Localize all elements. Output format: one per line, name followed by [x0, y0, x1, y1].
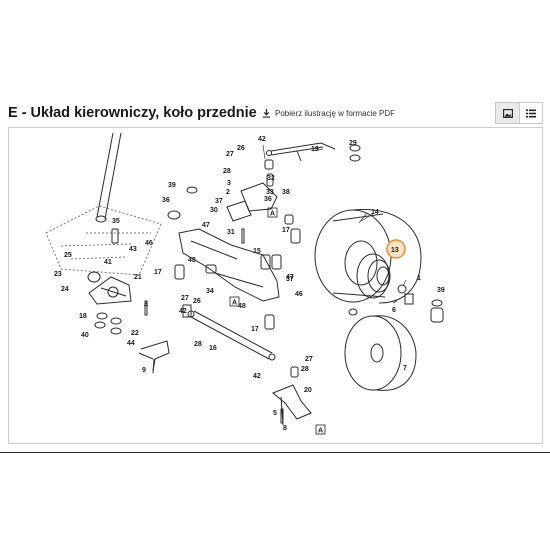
part-label-28c[interactable]: 28 — [301, 366, 309, 373]
part-label-36a[interactable]: 36 — [162, 197, 170, 204]
download-pdf-link[interactable]: Pobierz ilustrację w formacie PDF — [262, 109, 395, 118]
part-label-43[interactable]: 43 — [129, 246, 137, 253]
drag-link-drawing — [266, 142, 336, 162]
part-label-16[interactable]: 16 — [209, 345, 217, 352]
warning-marker-a2[interactable]: A — [232, 300, 237, 307]
image-view-button[interactable] — [496, 103, 519, 123]
part-label-5[interactable]: 5 — [273, 410, 277, 417]
part-label-39b[interactable]: 39 — [437, 287, 445, 294]
steering-bracket-drawing — [226, 182, 278, 222]
parts-diagram: 1 2 3 4 5 6 7 8 9 13 14 15 16 17 17 17 1… — [8, 127, 543, 444]
part-label-27b[interactable]: 27 — [181, 295, 189, 302]
part-labels[interactable]: 1 2 3 4 5 6 7 8 9 13 14 15 16 17 17 17 1… — [54, 136, 445, 432]
selected-part-callout — [386, 239, 406, 259]
part-label-40[interactable]: 40 — [81, 332, 89, 339]
part-label-14[interactable]: 14 — [371, 209, 379, 216]
part-label-17a[interactable]: 17 — [282, 227, 290, 234]
part-label-8[interactable]: 8 — [283, 425, 287, 432]
part-label-19[interactable]: 19 — [311, 146, 319, 153]
view-toggle — [495, 102, 543, 124]
part-label-28b[interactable]: 28 — [194, 341, 202, 348]
part-label-32[interactable]: 32 — [267, 175, 275, 182]
wheel-cover-drawing — [344, 315, 417, 391]
part-label-15[interactable]: 15 — [253, 248, 261, 255]
small-parts-right — [348, 284, 444, 323]
part-label-38[interactable]: 38 — [282, 189, 290, 196]
part-label-20[interactable]: 20 — [304, 387, 312, 394]
front-tire-drawing — [314, 209, 422, 304]
part-label-42b[interactable]: 42 — [179, 308, 187, 315]
part-label-37b[interactable]: 37 — [286, 276, 294, 283]
part-label-17c[interactable]: 17 — [251, 326, 259, 333]
part-label-27a[interactable]: 27 — [226, 151, 234, 158]
part-label-42c[interactable]: 42 — [253, 373, 261, 380]
part-label-46b[interactable]: 46 — [295, 291, 303, 298]
part-label-13[interactable]: 13 — [391, 247, 399, 254]
part-label-4[interactable]: 4 — [144, 302, 148, 309]
bottom-divider — [0, 452, 550, 453]
part-label-34[interactable]: 34 — [206, 288, 214, 295]
list-view-button[interactable] — [519, 103, 542, 123]
part-label-2[interactable]: 2 — [226, 189, 230, 196]
part-label-36b[interactable]: 36 — [264, 196, 272, 203]
part-label-35[interactable]: 35 — [112, 218, 120, 225]
part-label-24[interactable]: 24 — [61, 286, 69, 293]
part-label-25[interactable]: 25 — [64, 252, 72, 259]
part-label-30[interactable]: 30 — [210, 207, 218, 214]
page-header: E - Układ kierowniczy, koło przednie Pob… — [0, 100, 550, 128]
part-label-26b[interactable]: 26 — [193, 298, 201, 305]
gear-plate-drawing — [88, 276, 132, 305]
part-label-27c[interactable]: 27 — [305, 356, 313, 363]
part-label-18[interactable]: 18 — [79, 313, 87, 320]
part-label-9[interactable]: 9 — [142, 367, 146, 374]
part-label-6[interactable]: 6 — [392, 307, 396, 314]
part-label-39a[interactable]: 39 — [168, 182, 176, 189]
part-label-48b[interactable]: 48 — [238, 303, 246, 310]
tie-rod-drawing — [187, 310, 276, 361]
part-label-3[interactable]: 3 — [227, 180, 231, 187]
download-pdf-label: Pobierz ilustrację w formacie PDF — [275, 109, 396, 118]
warning-marker-a3[interactable]: A — [318, 428, 323, 435]
part-label-42a[interactable]: 42 — [258, 136, 266, 143]
part-label-37a[interactable]: 37 — [215, 198, 223, 205]
part-label-28a[interactable]: 28 — [223, 168, 231, 175]
image-icon — [502, 108, 513, 118]
warning-marker-a1[interactable]: A — [270, 211, 275, 218]
part-label-7[interactable]: 7 — [403, 365, 407, 372]
part-label-29[interactable]: 29 — [349, 140, 357, 147]
spindle-left-drawing — [138, 340, 170, 374]
exploded-view-drawing: 1 2 3 4 5 6 7 8 9 13 14 15 16 17 17 17 1… — [45, 132, 445, 435]
part-label-26a[interactable]: 26 — [237, 145, 245, 152]
part-label-1[interactable]: 1 — [417, 275, 421, 282]
part-label-33[interactable]: 33 — [266, 189, 274, 196]
part-label-17b[interactable]: 17 — [154, 269, 162, 276]
part-label-31[interactable]: 31 — [227, 229, 235, 236]
part-label-46a[interactable]: 46 — [145, 240, 153, 247]
rim-drawing — [356, 253, 391, 299]
part-label-47a[interactable]: 47 — [202, 222, 210, 229]
part-label-44[interactable]: 44 — [127, 340, 135, 347]
part-label-22[interactable]: 22 — [131, 330, 139, 337]
download-icon — [262, 109, 271, 118]
part-label-21[interactable]: 21 — [134, 274, 142, 281]
page-title: E - Układ kierowniczy, koło przednie — [8, 105, 257, 121]
steering-column-drawing — [95, 132, 122, 223]
leader-lines — [262, 144, 407, 304]
small-parts-middle — [87, 144, 361, 424]
part-label-47b[interactable]: 47 — [286, 274, 294, 281]
part-label-23[interactable]: 23 — [54, 271, 62, 278]
part-label-48a[interactable]: 48 — [188, 257, 196, 264]
part-label-41[interactable]: 41 — [104, 259, 112, 266]
list-icon — [526, 109, 536, 117]
front-axle-beam-drawing — [178, 228, 280, 302]
